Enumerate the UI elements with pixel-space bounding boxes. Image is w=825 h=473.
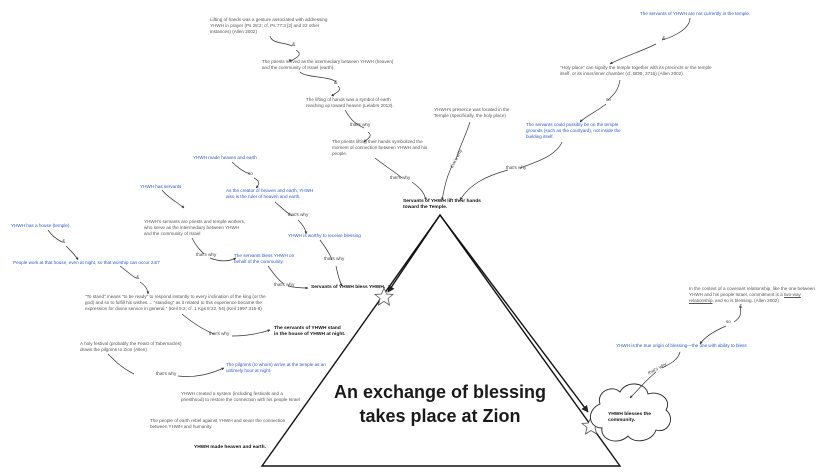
pyramid-triangle — [260, 213, 622, 467]
connector-amp: & — [62, 239, 66, 245]
node-creator-ruler: As the creator of heaven and earth, YHWH… — [226, 188, 314, 200]
connector-thats-why: that's why — [209, 331, 230, 336]
node-lifting-symbol: The lifting of hands was a symbol of ear… — [306, 97, 394, 109]
node-servants-temple-grounds: The servants could possibly be on the te… — [526, 122, 621, 140]
connector-thats-why: that's why — [156, 371, 177, 376]
node-yhwh-created-system: YHWH created a system (including festiva… — [181, 391, 300, 403]
cloud-community — [590, 383, 671, 442]
node-people-work: People work at that house, even at night… — [13, 260, 160, 265]
node-worthy-blessing: YHWH is worthy to receive blessing — [288, 233, 361, 238]
connector-thats-why: that's why — [390, 175, 411, 180]
star-bless-yhwh — [373, 286, 395, 306]
node-yhwh-made-heaven-earth: YHWH made heaven and earth. — [194, 445, 267, 450]
main-thesis-line-1: An exchange of blessing — [333, 382, 547, 402]
connector-so: so — [726, 319, 731, 324]
node-true-origin: YHWH is the true origin of blessing—the … — [616, 343, 747, 348]
node-servants-bless-behalf: The servants bless YHWH on behalf of the… — [234, 253, 295, 265]
main-thesis-line-2: takes place at Zion — [359, 406, 521, 426]
node-servants-not-in-temple: The servants of YHWH are not currently i… — [640, 11, 751, 16]
connector-thats-why: that's why — [350, 122, 371, 127]
covenant-text-post: , and so is blessing. (Allen 2002) — [712, 298, 779, 304]
connector-amp: & — [334, 80, 338, 86]
node-holy-place: "Holy place" can signify the temple toge… — [560, 65, 712, 77]
node-servants-lift-hands: Servants of YHWH lift their hands toward… — [403, 199, 481, 211]
node-servants-bless-yhwh: Servants of YHWH bless YHWH. — [311, 285, 386, 290]
connector-thats-why: that's why — [324, 256, 345, 261]
node-covenant: In the context of a covenant relationshi… — [689, 286, 819, 305]
node-lifting-hands: Lifting of hands was a gesture associate… — [210, 17, 328, 35]
node-blesses-community: YHWH blesses the community. — [608, 412, 651, 424]
node-priests-intermediary: The priests served as the intermediary b… — [262, 59, 394, 71]
arrow-apex-to-community — [439, 214, 589, 413]
connector-thats-why: that's why — [288, 212, 309, 217]
main-thesis: An exchange of blessing takes place at Z… — [330, 380, 550, 428]
connector-amp: & — [136, 275, 140, 281]
arrow-apex-to-star — [387, 214, 441, 293]
connector-amp: & — [739, 304, 743, 310]
covenant-text-pre: In the context of a covenant relationshi… — [689, 286, 815, 298]
node-yhwh-has-servants: YHWH has servants — [140, 184, 182, 189]
node-servants-priests: YHWH's servants are priests and temple w… — [144, 219, 246, 237]
covenant-link[interactable]: two-way relationship — [689, 292, 801, 304]
connector-thats-why: that's why — [196, 252, 217, 257]
node-servants-stand: The servants of YHWH stand in the house … — [274, 326, 346, 338]
connector-so: so — [248, 171, 253, 176]
connector-amp: & — [662, 36, 666, 42]
connector-amp: & — [292, 42, 296, 48]
connector-thats-why: that's why — [274, 282, 295, 287]
node-yhwh-made-heaven: YHWH made heaven and earth — [193, 155, 257, 160]
connector-thats-why: that's why — [506, 165, 527, 170]
node-pilgrims: The pilgrims (to whom) arrive at the tem… — [226, 362, 326, 374]
node-people-earth-rebel: The people of earth rebel against YHWH a… — [150, 418, 286, 430]
node-priests-lifting: The priests lifting their hands symboliz… — [332, 139, 428, 157]
node-house-temple: YHWH has a house (temple). — [11, 223, 71, 228]
node-holy-festival: A holy festival (probably the Feast of T… — [80, 341, 182, 353]
connector-so: so — [606, 97, 611, 102]
node-presence-temple: YHWH's presence was located in the Templ… — [434, 107, 510, 119]
node-to-stand: "To stand" means "to be ready" to respon… — [85, 294, 266, 312]
